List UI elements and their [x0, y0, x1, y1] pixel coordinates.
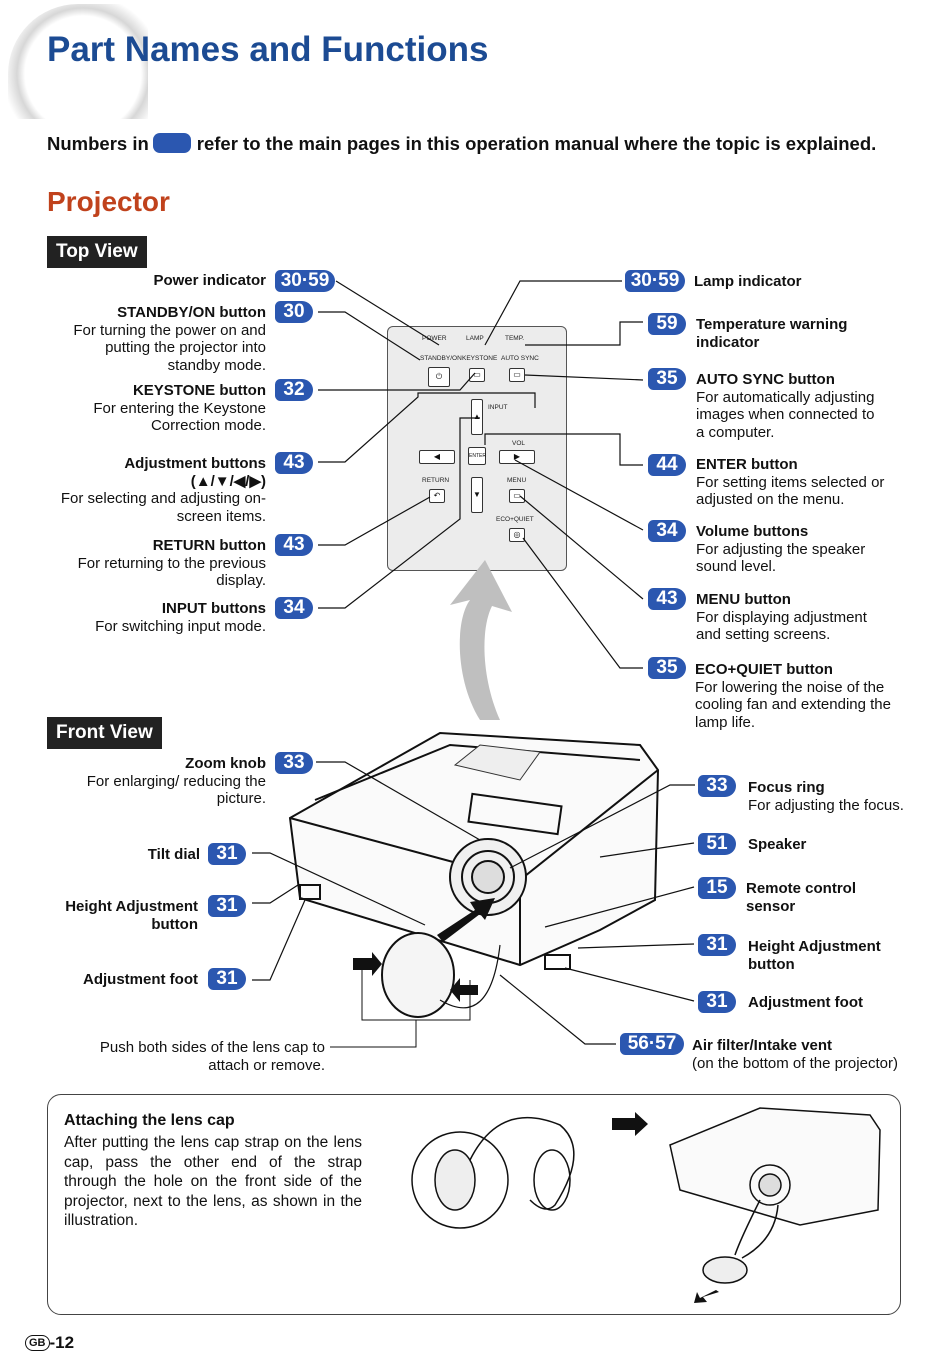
- panel-menu-label: MENU: [507, 477, 527, 484]
- adjustment-buttons-page: 43: [275, 452, 313, 474]
- tilt-dial-page: 31: [208, 843, 246, 865]
- zoom-knob-page: 33: [275, 752, 313, 774]
- enter-button-page: 44: [648, 454, 686, 476]
- height-adjust-left-page: 31: [208, 895, 246, 917]
- top-view-leader-lines: [318, 280, 644, 669]
- page-badge-sample: [152, 133, 191, 153]
- panel-power-label: POWER: [422, 335, 447, 342]
- panel-keystone-label: KEYSTONE: [462, 355, 498, 362]
- eco-quiet-button[interactable]: ◎: [509, 528, 525, 542]
- remote-sensor-page: 15: [698, 877, 736, 899]
- eco-quiet-page: 35: [648, 657, 686, 679]
- adjustment-foot-right-label: Adjustment foot: [748, 994, 863, 1011]
- up-button[interactable]: ▲: [471, 399, 483, 435]
- region-badge: GB: [25, 1335, 50, 1351]
- temp-warning-label: Temperature warning indicator: [696, 316, 848, 351]
- page-number: -12: [49, 1333, 75, 1352]
- adjustment-buttons-label: Adjustment buttons(▲/▼/◀/▶)For selecting…: [60, 455, 266, 525]
- enter-button[interactable]: ENTER: [468, 447, 486, 465]
- page-footer: GB-12: [25, 1333, 74, 1353]
- projector-illustration: [288, 731, 660, 970]
- section-title: Projector: [47, 186, 170, 217]
- power-indicator-page: 30·59: [275, 270, 335, 292]
- volume-buttons-page: 34: [648, 520, 686, 542]
- lens-cap-info-box: [47, 1094, 901, 1315]
- keystone-button[interactable]: ▭: [469, 368, 485, 382]
- panel-eco-label: ECO+QUIET: [496, 516, 534, 523]
- speaker-page: 51: [698, 833, 736, 855]
- right-button[interactable]: ▶: [499, 450, 535, 464]
- temp-warning-page: 59: [648, 313, 686, 335]
- return-button[interactable]: ↶: [429, 489, 445, 503]
- intro-note: Numbers in refer to the main pages in thi…: [47, 133, 876, 155]
- adjustment-foot-right-page: 31: [698, 991, 736, 1013]
- lamp-indicator-page: 30·59: [625, 270, 685, 292]
- down-button[interactable]: ▼: [471, 477, 483, 513]
- lens-cap-box-title: Attaching the lens cap: [64, 1112, 235, 1129]
- panel-return-label: RETURN: [422, 477, 450, 484]
- remote-sensor-label: Remote control sensor: [746, 880, 857, 915]
- panel-input-label: INPUT: [488, 404, 508, 411]
- lamp-indicator-label: Lamp indicator: [694, 273, 802, 290]
- power-indicator-label: Power indicator: [153, 272, 266, 289]
- tilt-dial-label: Tilt dial: [147, 846, 200, 863]
- menu-button-page: 43: [648, 588, 686, 610]
- projector-top-panel: [453, 744, 541, 781]
- panel-lamp-label: LAMP: [466, 335, 484, 342]
- focus-ring-page: 33: [698, 775, 736, 797]
- intro-after: refer to the main pages in this operatio…: [196, 133, 877, 154]
- push-arrow-left-icon: [353, 952, 382, 976]
- autosync-button-page: 35: [648, 368, 686, 390]
- lens-cap-illustration: [381, 932, 501, 1018]
- height-adjust-right-page: 31: [698, 934, 736, 956]
- height-adjust-left-label: Height Adjustment button: [65, 898, 198, 933]
- curved-arrow-icon: [450, 560, 512, 720]
- menu-button[interactable]: ▭: [509, 489, 525, 503]
- air-filter-label: Air filter/Intake vent(on the bottom of …: [692, 1037, 898, 1072]
- return-button-page: 43: [275, 534, 313, 556]
- intro-before: Numbers in: [47, 133, 149, 154]
- autosync-button[interactable]: ▭: [509, 368, 525, 382]
- keystone-button-page: 32: [275, 379, 313, 401]
- attach-arrow-icon: [437, 898, 495, 942]
- adjustment-foot-left-page: 31: [208, 968, 246, 990]
- corner-decoration: [8, 4, 148, 119]
- push-arrow-right-icon: [450, 978, 478, 1002]
- control-panel: POWER LAMP TEMP. STANDBY/ON KEYSTONE AUT…: [387, 326, 567, 571]
- standby-button[interactable]: ⏻: [428, 367, 450, 387]
- air-filter-page: 56·57: [620, 1033, 684, 1055]
- panel-temp-label: TEMP.: [505, 335, 525, 342]
- adjustment-foot-left-label: Adjustment foot: [83, 971, 198, 988]
- page-title: Part Names and Functions: [47, 30, 489, 69]
- front-view-tag: Front View: [47, 717, 162, 749]
- standby-button-page: 30: [275, 301, 313, 323]
- height-adjust-right-label: Height Adjustment button: [748, 938, 881, 973]
- panel-vol-label: VOL: [512, 440, 526, 447]
- panel-standby-label: STANDBY/ON: [420, 355, 462, 362]
- input-buttons-page: 34: [275, 597, 313, 619]
- lens-cap-box-body: After putting the lens cap strap on the …: [64, 1134, 362, 1229]
- lens-cap-note: Push both sides of the lens cap to attac…: [99, 1039, 325, 1074]
- top-view-tag: Top View: [47, 236, 147, 268]
- left-button[interactable]: ◀: [419, 450, 455, 464]
- front-view-leader-lines: [252, 761, 695, 1045]
- speaker-label: Speaker: [748, 836, 807, 853]
- panel-autosync-label: AUTO SYNC: [501, 355, 539, 362]
